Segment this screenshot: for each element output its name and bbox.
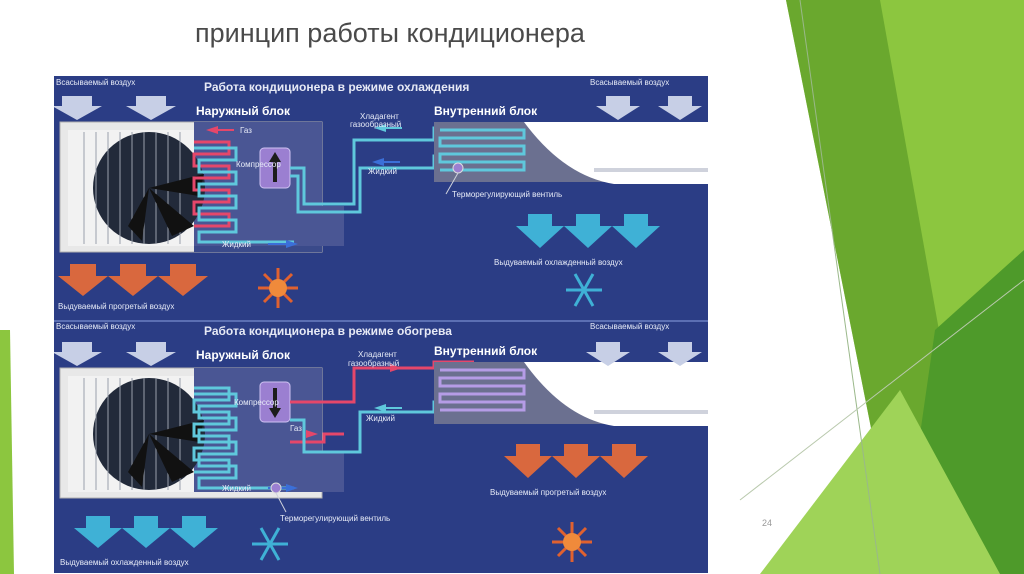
slide-title: принцип работы кондиционера bbox=[195, 18, 585, 48]
cooling-liquid-indoor-label: Жидкий bbox=[368, 167, 397, 176]
heating-intake-right-label: Всасываемый воздух bbox=[590, 322, 670, 331]
snowflake-icon bbox=[252, 527, 288, 561]
cooling-mode-title: Работа кондиционера в режиме охлаждения bbox=[204, 80, 470, 94]
intake-arrows-left bbox=[54, 96, 176, 120]
cold-outflow-arrows bbox=[74, 516, 218, 548]
heating-graphics bbox=[54, 342, 708, 562]
intake-arrows-left bbox=[54, 342, 176, 366]
heating-compressor-label: Компрессор bbox=[234, 398, 279, 407]
cooling-compressor-label: Компрессор bbox=[236, 160, 281, 169]
heating-refrigerant-line2: газообразный bbox=[348, 359, 400, 368]
ac-diagram: Работа кондиционера в режиме охлаждения … bbox=[54, 76, 708, 573]
cooling-intake-left-label: Всасываемый воздух bbox=[56, 78, 136, 87]
heating-blown-warm-label: Выдуваемый прогретый воздух bbox=[490, 488, 607, 497]
cooling-panel: Работа кондиционера в режиме охлаждения … bbox=[54, 76, 708, 322]
heating-liquid-outdoor-label: Жидкий bbox=[222, 484, 251, 493]
cold-outflow-arrows bbox=[516, 214, 660, 248]
cooling-blown-warm-label: Выдуваемый прогретый воздух bbox=[58, 302, 175, 311]
cooling-refrigerant-line2: газообразный bbox=[350, 120, 402, 129]
heating-liquid-indoor-label: Жидкий bbox=[366, 414, 395, 423]
heating-refrigerant-line1: Хладагент bbox=[358, 350, 397, 359]
warm-outflow-arrows bbox=[504, 444, 648, 478]
cooling-intake-right-label: Всасываемый воздух bbox=[590, 78, 670, 87]
cooling-valve-label: Терморегулирующий вентиль bbox=[452, 190, 563, 199]
cooling-graphics bbox=[54, 96, 708, 308]
cooling-refrigerant-line1: Хладагент bbox=[360, 112, 399, 121]
outdoor-fan-icon bbox=[68, 376, 205, 492]
snowflake-icon bbox=[566, 273, 602, 307]
warm-outflow-arrows bbox=[58, 264, 208, 296]
cooling-indoor-unit-label: Внутренний блок bbox=[434, 104, 538, 118]
sun-icon bbox=[258, 268, 298, 308]
heating-panel: Работа кондиционера в режиме обогрева На… bbox=[54, 320, 708, 568]
heating-blown-cold-label: Выдуваемый охлажденный воздух bbox=[60, 558, 189, 567]
page-number: 24 bbox=[762, 518, 773, 528]
intake-arrows-right bbox=[586, 342, 702, 366]
heating-intake-left-label: Всасываемый воздух bbox=[56, 322, 136, 331]
cooling-outdoor-unit-label: Наружный блок bbox=[196, 104, 290, 118]
cooling-liquid-outdoor-label: Жидкий bbox=[222, 240, 251, 249]
heating-outdoor-unit-label: Наружный блок bbox=[196, 348, 290, 362]
cooling-blown-cold-label: Выдуваемый охлажденный воздух bbox=[494, 258, 623, 267]
heating-mode-title: Работа кондиционера в режиме обогрева bbox=[204, 324, 452, 338]
sun-icon bbox=[552, 522, 592, 562]
heating-valve-label: Терморегулирующий вентиль bbox=[280, 514, 391, 523]
heating-gas-label: Газ bbox=[290, 424, 302, 433]
cooling-gas-label: Газ bbox=[240, 126, 252, 135]
outdoor-fan-icon bbox=[68, 130, 205, 246]
intake-arrows-right bbox=[596, 96, 702, 120]
heating-indoor-unit-label: Внутренний блок bbox=[434, 344, 538, 358]
